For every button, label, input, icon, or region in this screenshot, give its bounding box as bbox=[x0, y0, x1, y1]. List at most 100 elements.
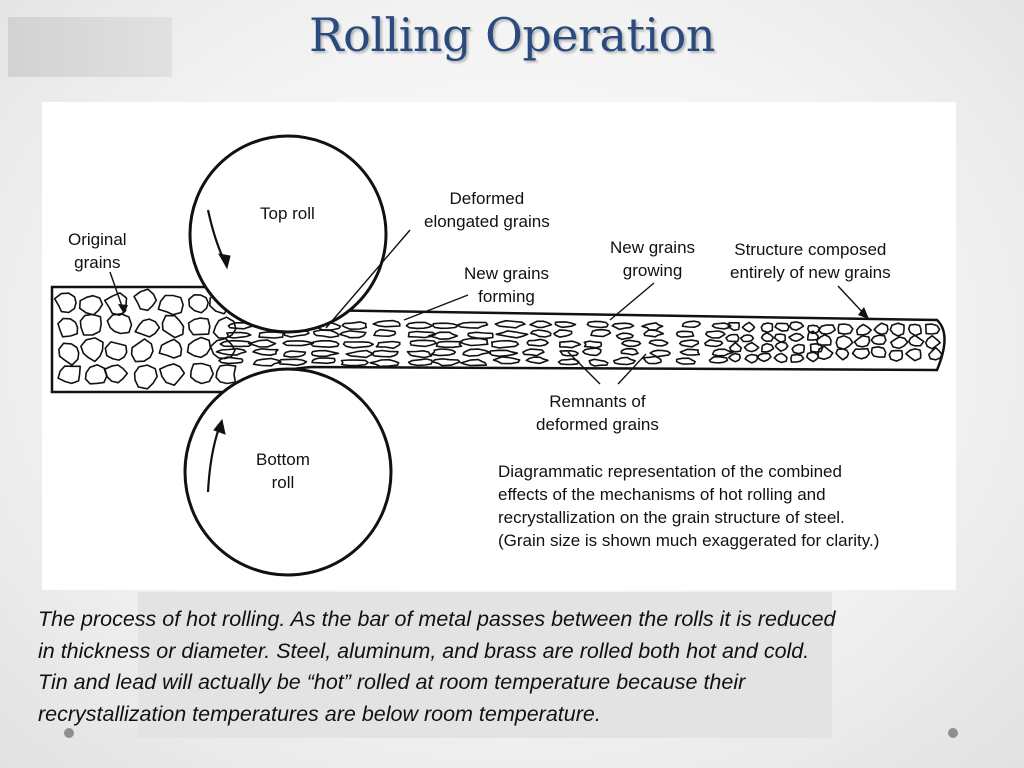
grain bbox=[583, 340, 603, 349]
grain bbox=[649, 349, 671, 358]
grain bbox=[835, 335, 854, 351]
label-bottom-roll: Bottom roll bbox=[256, 450, 310, 492]
grain bbox=[788, 321, 805, 331]
grain bbox=[557, 358, 580, 366]
grain bbox=[739, 334, 755, 343]
grain bbox=[282, 340, 315, 347]
grain bbox=[104, 341, 128, 361]
grain bbox=[791, 343, 805, 355]
grain bbox=[756, 352, 772, 363]
grain bbox=[774, 322, 790, 332]
corner-decoration bbox=[8, 17, 172, 77]
grain bbox=[853, 335, 871, 348]
grain bbox=[345, 349, 374, 359]
grain bbox=[158, 338, 183, 359]
grain bbox=[773, 352, 788, 364]
grain bbox=[161, 314, 185, 339]
grain bbox=[432, 322, 460, 330]
label-structure-new-grains: Structure composed entirely of new grain… bbox=[730, 240, 891, 282]
grain bbox=[215, 347, 247, 356]
grain bbox=[642, 355, 662, 365]
grain bbox=[641, 322, 664, 331]
grain bbox=[741, 321, 756, 333]
grain bbox=[310, 349, 340, 358]
grain bbox=[130, 338, 154, 363]
grain bbox=[790, 353, 805, 363]
grain bbox=[588, 358, 609, 367]
grain bbox=[406, 350, 433, 359]
grain bbox=[342, 341, 375, 349]
grain bbox=[226, 331, 252, 339]
grain bbox=[79, 313, 102, 336]
grain bbox=[133, 288, 158, 312]
grain bbox=[407, 330, 437, 339]
grain bbox=[907, 323, 922, 337]
text-background bbox=[138, 592, 832, 738]
grain bbox=[219, 339, 253, 348]
grain bbox=[817, 345, 834, 361]
grain bbox=[774, 341, 789, 352]
grain bbox=[590, 328, 612, 338]
grain bbox=[711, 322, 732, 330]
grain bbox=[705, 330, 726, 339]
grain bbox=[106, 313, 133, 335]
grain bbox=[189, 362, 214, 385]
grain bbox=[405, 321, 434, 330]
grain bbox=[522, 348, 545, 357]
grain bbox=[373, 328, 397, 337]
grain bbox=[708, 355, 729, 364]
grain bbox=[615, 332, 634, 341]
grain bbox=[856, 323, 872, 336]
grain bbox=[215, 364, 237, 385]
grain bbox=[247, 339, 277, 348]
grain bbox=[80, 337, 104, 363]
grain bbox=[460, 358, 488, 367]
grain bbox=[157, 294, 184, 316]
grain bbox=[218, 356, 244, 365]
label-deformed-elongated-grains: Deformed elongated grains bbox=[424, 189, 550, 231]
grain bbox=[529, 320, 553, 329]
grain bbox=[188, 294, 209, 314]
grain bbox=[372, 319, 401, 328]
grain bbox=[341, 321, 368, 330]
grain bbox=[490, 339, 520, 349]
grain bbox=[277, 358, 308, 367]
grain bbox=[807, 324, 821, 335]
slide-title: Rolling Operation bbox=[309, 8, 715, 62]
grain bbox=[788, 332, 805, 342]
grain bbox=[928, 346, 943, 361]
grain bbox=[370, 349, 399, 358]
grain bbox=[725, 333, 740, 343]
grain bbox=[648, 339, 669, 347]
grain bbox=[815, 334, 832, 346]
grain bbox=[905, 348, 922, 362]
grain bbox=[679, 348, 701, 356]
grain bbox=[457, 321, 489, 329]
grain bbox=[806, 330, 819, 341]
grain bbox=[837, 323, 854, 335]
nav-dot-right bbox=[948, 728, 958, 738]
grain bbox=[492, 356, 521, 365]
grain bbox=[187, 317, 211, 336]
grain bbox=[643, 329, 665, 338]
grain bbox=[375, 340, 401, 350]
rolling-diagram-graphic bbox=[50, 134, 946, 577]
grain bbox=[103, 364, 129, 384]
grain bbox=[586, 320, 609, 329]
grain bbox=[84, 364, 108, 385]
grain bbox=[369, 358, 400, 368]
grain bbox=[712, 348, 734, 357]
grain bbox=[467, 331, 494, 340]
grain bbox=[559, 350, 579, 357]
grain bbox=[851, 347, 871, 360]
label-remnants-deformed-grains: Remnants of deformed grains bbox=[536, 392, 659, 434]
top-roll bbox=[188, 134, 388, 334]
grain bbox=[681, 320, 701, 328]
label-new-grains-growing: New grains growing bbox=[610, 238, 696, 280]
nav-dot-left bbox=[64, 728, 74, 738]
grain bbox=[159, 363, 186, 386]
rolling-diagram: Top roll Bottom roll Original grains Def… bbox=[42, 102, 956, 590]
grain bbox=[407, 358, 433, 367]
grain bbox=[526, 338, 549, 347]
grain bbox=[760, 331, 775, 343]
